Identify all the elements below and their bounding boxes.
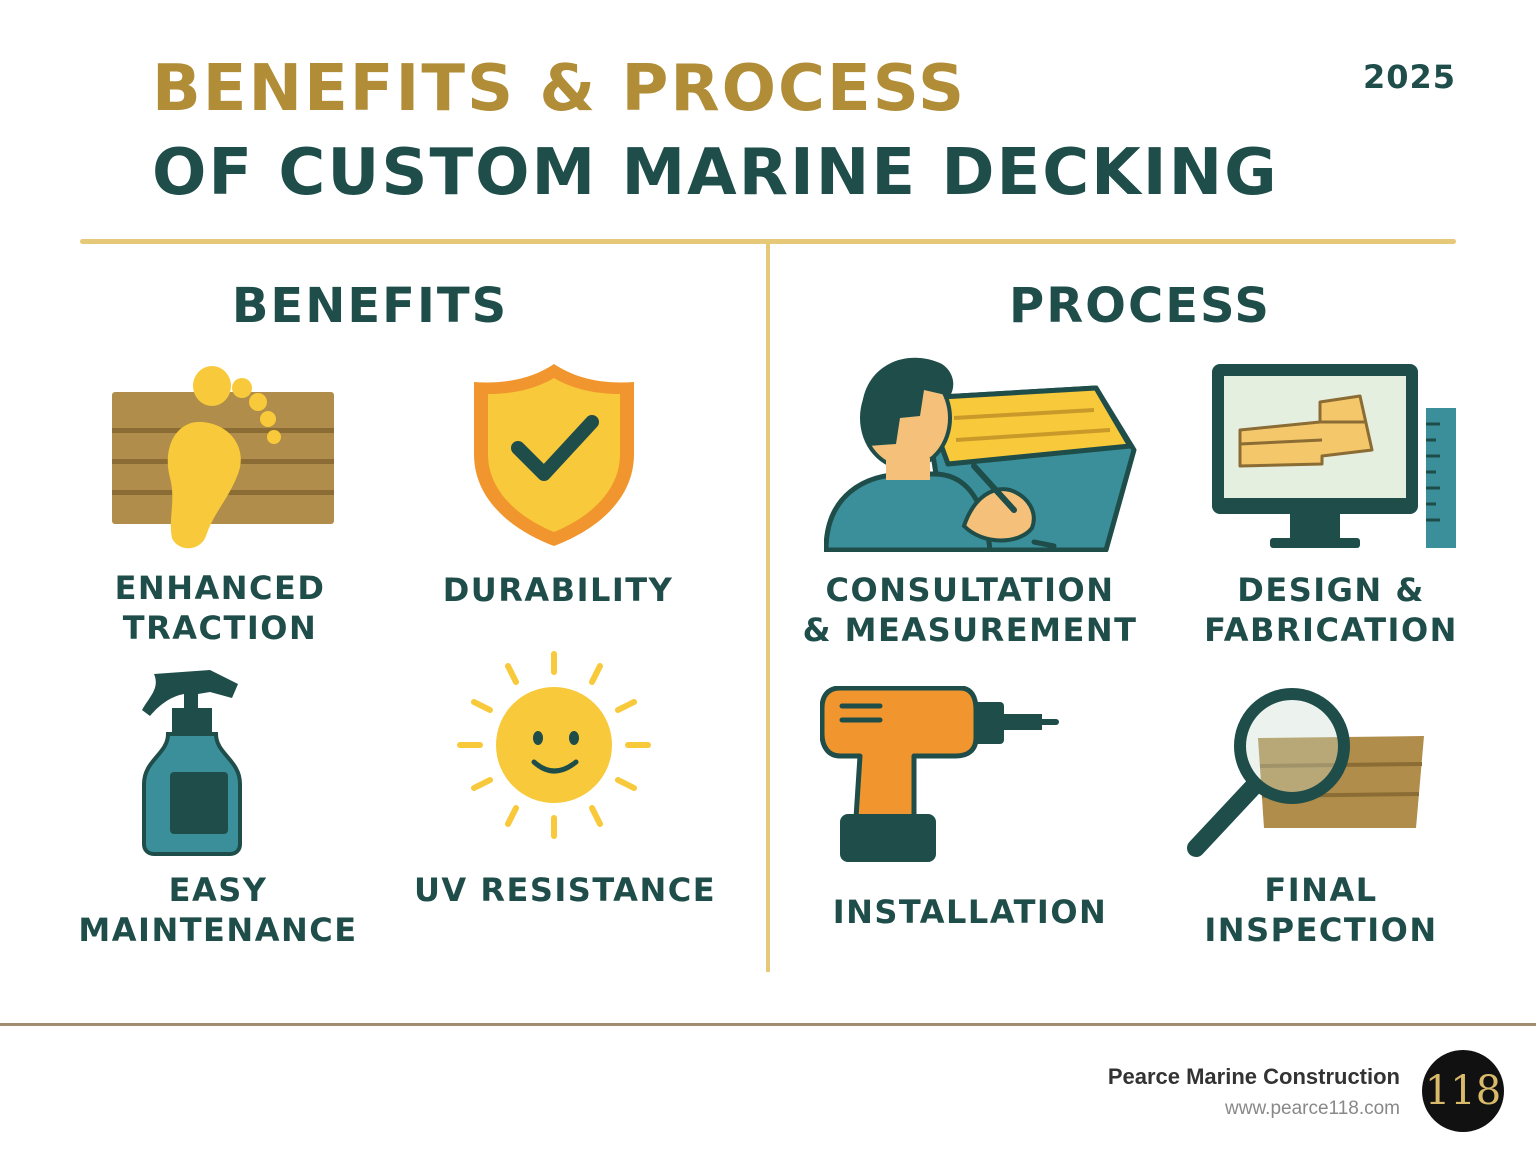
company-logo: 118: [1422, 1050, 1504, 1132]
logo-text: 118: [1424, 1068, 1502, 1114]
computer-design-icon: [1210, 362, 1458, 550]
shield-check-icon: [472, 362, 636, 548]
smiling-sun-icon: [456, 650, 652, 840]
process-heading: PROCESS: [1009, 278, 1271, 334]
benefit-label-uv-resistance: UV RESISTANCE: [413, 871, 717, 909]
footprint-on-deck-icon: [110, 362, 336, 552]
title-line-2: OF CUSTOM MARINE DECKING: [152, 136, 1279, 210]
magnifier-inspection-icon: [1186, 686, 1430, 858]
footer-divider: [0, 1023, 1536, 1026]
company-url[interactable]: www.pearce118.com: [1225, 1098, 1400, 1119]
top-divider: [80, 239, 1456, 244]
benefit-label-durability: DURABILITY: [442, 571, 674, 609]
process-label-consultation: CONSULTATION& MEASUREMENT: [802, 571, 1138, 649]
spray-bottle-icon: [140, 664, 246, 856]
process-label-design-fabrication: DESIGN &FABRICATION: [1204, 571, 1458, 649]
title-line-1: BENEFITS & PROCESS: [152, 52, 967, 126]
center-divider: [766, 244, 770, 972]
benefits-heading: BENEFITS: [231, 278, 509, 334]
company-name: Pearce Marine Construction: [1107, 1064, 1400, 1089]
year-label: 2025: [1362, 58, 1456, 96]
power-drill-icon: [820, 686, 1060, 866]
person-measuring-boat-icon: [824, 346, 1138, 552]
process-label-installation: INSTALLATION: [832, 893, 1108, 931]
